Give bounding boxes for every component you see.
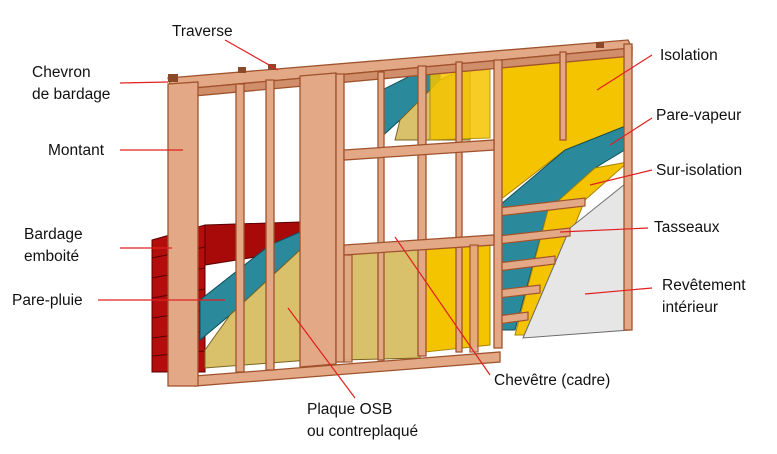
labels: Traverse Chevron de bardage Montant Bard… <box>12 23 746 440</box>
label-isolation: Isolation <box>660 47 718 64</box>
label-chevron-2: de bardage <box>32 86 110 103</box>
label-chevron-1: Chevron <box>32 64 91 81</box>
label-pare-vapeur: Pare-vapeur <box>656 107 741 124</box>
timber-frame <box>167 39 634 387</box>
label-pare-pluie: Pare-pluie <box>12 292 83 309</box>
label-plaque-2: ou contreplaqué <box>307 423 418 440</box>
label-sur-isolation: Sur-isolation <box>656 162 742 179</box>
label-bardage-1: Bardage <box>24 226 83 243</box>
label-revetement-1: Revêtement <box>662 277 746 294</box>
label-traverse: Traverse <box>172 23 233 40</box>
label-tasseaux: Tasseaux <box>654 219 720 236</box>
label-revetement-2: intérieur <box>662 299 718 316</box>
leader-lines <box>98 39 653 399</box>
label-montant: Montant <box>48 142 105 159</box>
label-bardage-2: emboité <box>24 248 79 265</box>
label-chevetre: Chevêtre (cadre) <box>494 372 610 389</box>
label-plaque-1: Plaque OSB <box>307 401 392 418</box>
